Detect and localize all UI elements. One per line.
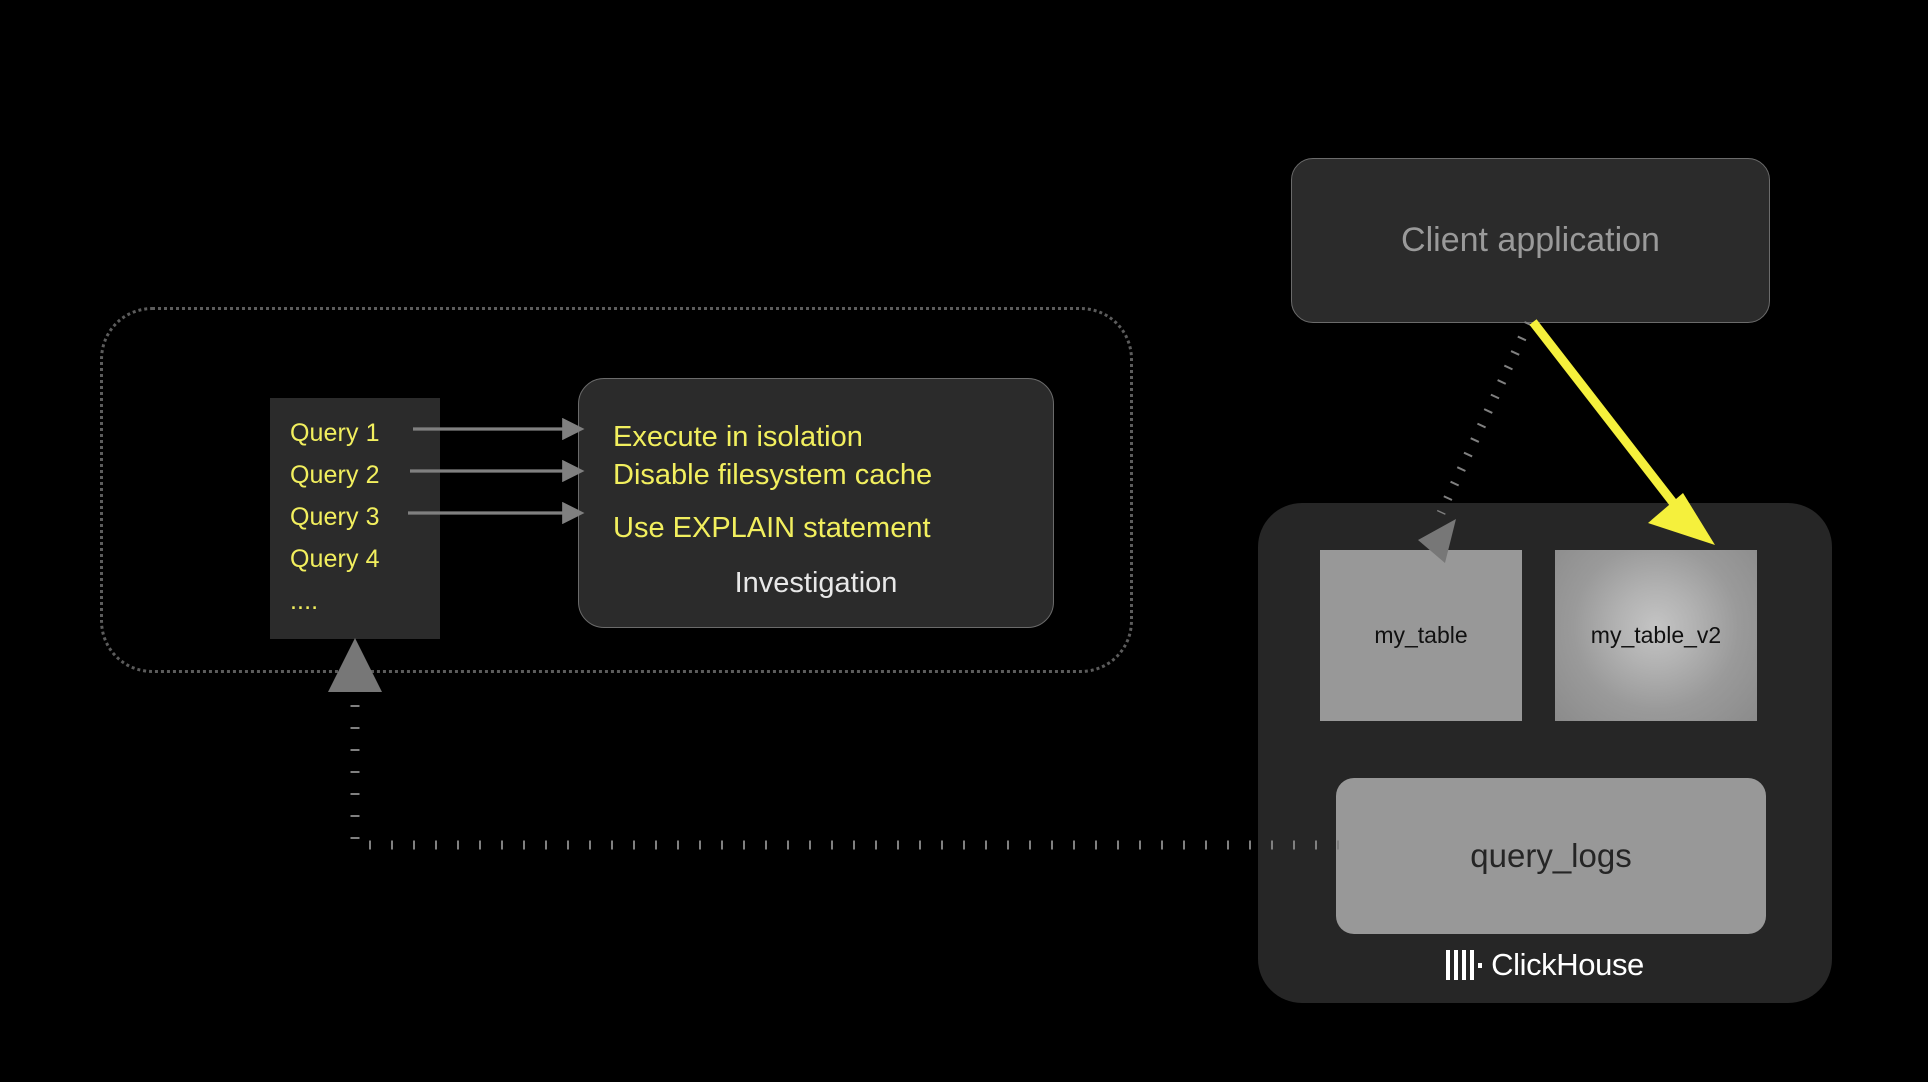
client-application-label: Client application: [1401, 221, 1660, 259]
clickhouse-logo-text: ClickHouse: [1491, 947, 1644, 982]
investigation-step: Disable filesystem cache: [613, 459, 933, 491]
investigation-panel: Execute in isolation Disable filesystem …: [578, 378, 1054, 628]
clickhouse-logo: ClickHouse: [1258, 947, 1832, 983]
client-application-box: Client application: [1291, 158, 1770, 323]
investigation-scope-container: [100, 307, 1133, 673]
query-list-item[interactable]: Query 1: [290, 419, 380, 447]
investigation-step: Execute in isolation: [613, 421, 863, 453]
query-list-item[interactable]: Query 2: [290, 461, 380, 489]
investigation-step: Use EXPLAIN statement: [613, 512, 931, 544]
query-list-item[interactable]: Query 3: [290, 503, 380, 531]
clickhouse-panel: my_table my_table_v2 query_logs ClickHou…: [1258, 503, 1832, 1003]
table-box-query-logs[interactable]: query_logs: [1336, 778, 1766, 934]
query-list-item[interactable]: Query 4: [290, 545, 380, 573]
table-label: my_table_v2: [1590, 622, 1722, 648]
table-box-my-table-v2[interactable]: my_table_v2: [1555, 550, 1757, 721]
table-box-my-table[interactable]: my_table: [1320, 550, 1522, 721]
investigation-panel-title: Investigation: [734, 567, 898, 599]
table-label: my_table: [1374, 622, 1468, 648]
query-logs-label: query_logs: [1470, 837, 1632, 874]
query-list-item-ellipsis: ....: [290, 587, 319, 615]
clickhouse-bars-icon: [1446, 950, 1483, 980]
query-list-panel: Query 1 Query 2 Query 3 Query 4 ....: [270, 398, 440, 639]
dotted-line-client-to-my-table: [1436, 321, 1534, 515]
dotted-line-query-logs-to-query-list: [350, 672, 1339, 850]
line-client-to-my-table-v2: [1529, 319, 1689, 521]
